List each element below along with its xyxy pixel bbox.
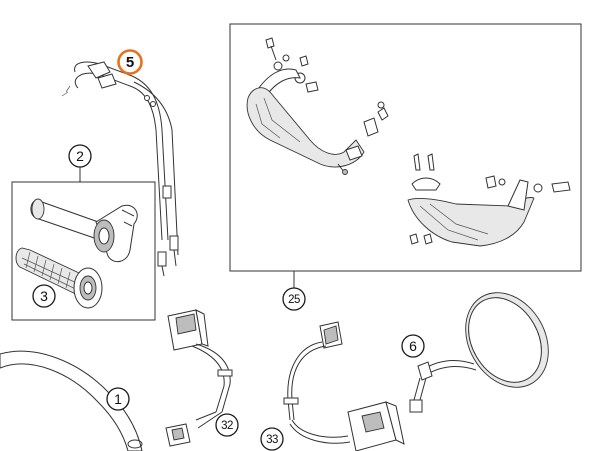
callout-6[interactable]: 6 bbox=[401, 334, 425, 358]
callout-2[interactable]: 2 bbox=[68, 144, 92, 168]
throttle-grip-part[interactable] bbox=[30, 198, 138, 263]
svg-text:32: 32 bbox=[221, 420, 233, 432]
kill-switch-part[interactable] bbox=[165, 309, 233, 447]
svg-text:5: 5 bbox=[126, 54, 134, 71]
callout-25[interactable]: 25 bbox=[282, 287, 306, 311]
throttle-cable-part[interactable] bbox=[61, 61, 179, 277]
callout-3[interactable]: 3 bbox=[32, 284, 56, 308]
svg-text:1: 1 bbox=[114, 391, 122, 407]
mirror-part[interactable] bbox=[409, 278, 565, 413]
headlight-mask-part[interactable] bbox=[246, 37, 571, 247]
grip-set-frame bbox=[11, 181, 156, 321]
svg-text:25: 25 bbox=[288, 294, 300, 306]
callout-32[interactable]: 32 bbox=[215, 413, 239, 437]
callout-33[interactable]: 33 bbox=[260, 427, 284, 451]
headlight-assembly-frame bbox=[229, 23, 582, 272]
light-switch-part[interactable] bbox=[283, 321, 405, 451]
svg-text:3: 3 bbox=[40, 288, 48, 304]
callout-5[interactable]: 5 bbox=[117, 49, 143, 75]
svg-text:33: 33 bbox=[266, 434, 278, 446]
svg-text:6: 6 bbox=[409, 338, 417, 354]
handlebar-grip-part[interactable] bbox=[15, 247, 103, 309]
callout-1[interactable]: 1 bbox=[106, 387, 130, 411]
svg-text:2: 2 bbox=[76, 148, 84, 164]
